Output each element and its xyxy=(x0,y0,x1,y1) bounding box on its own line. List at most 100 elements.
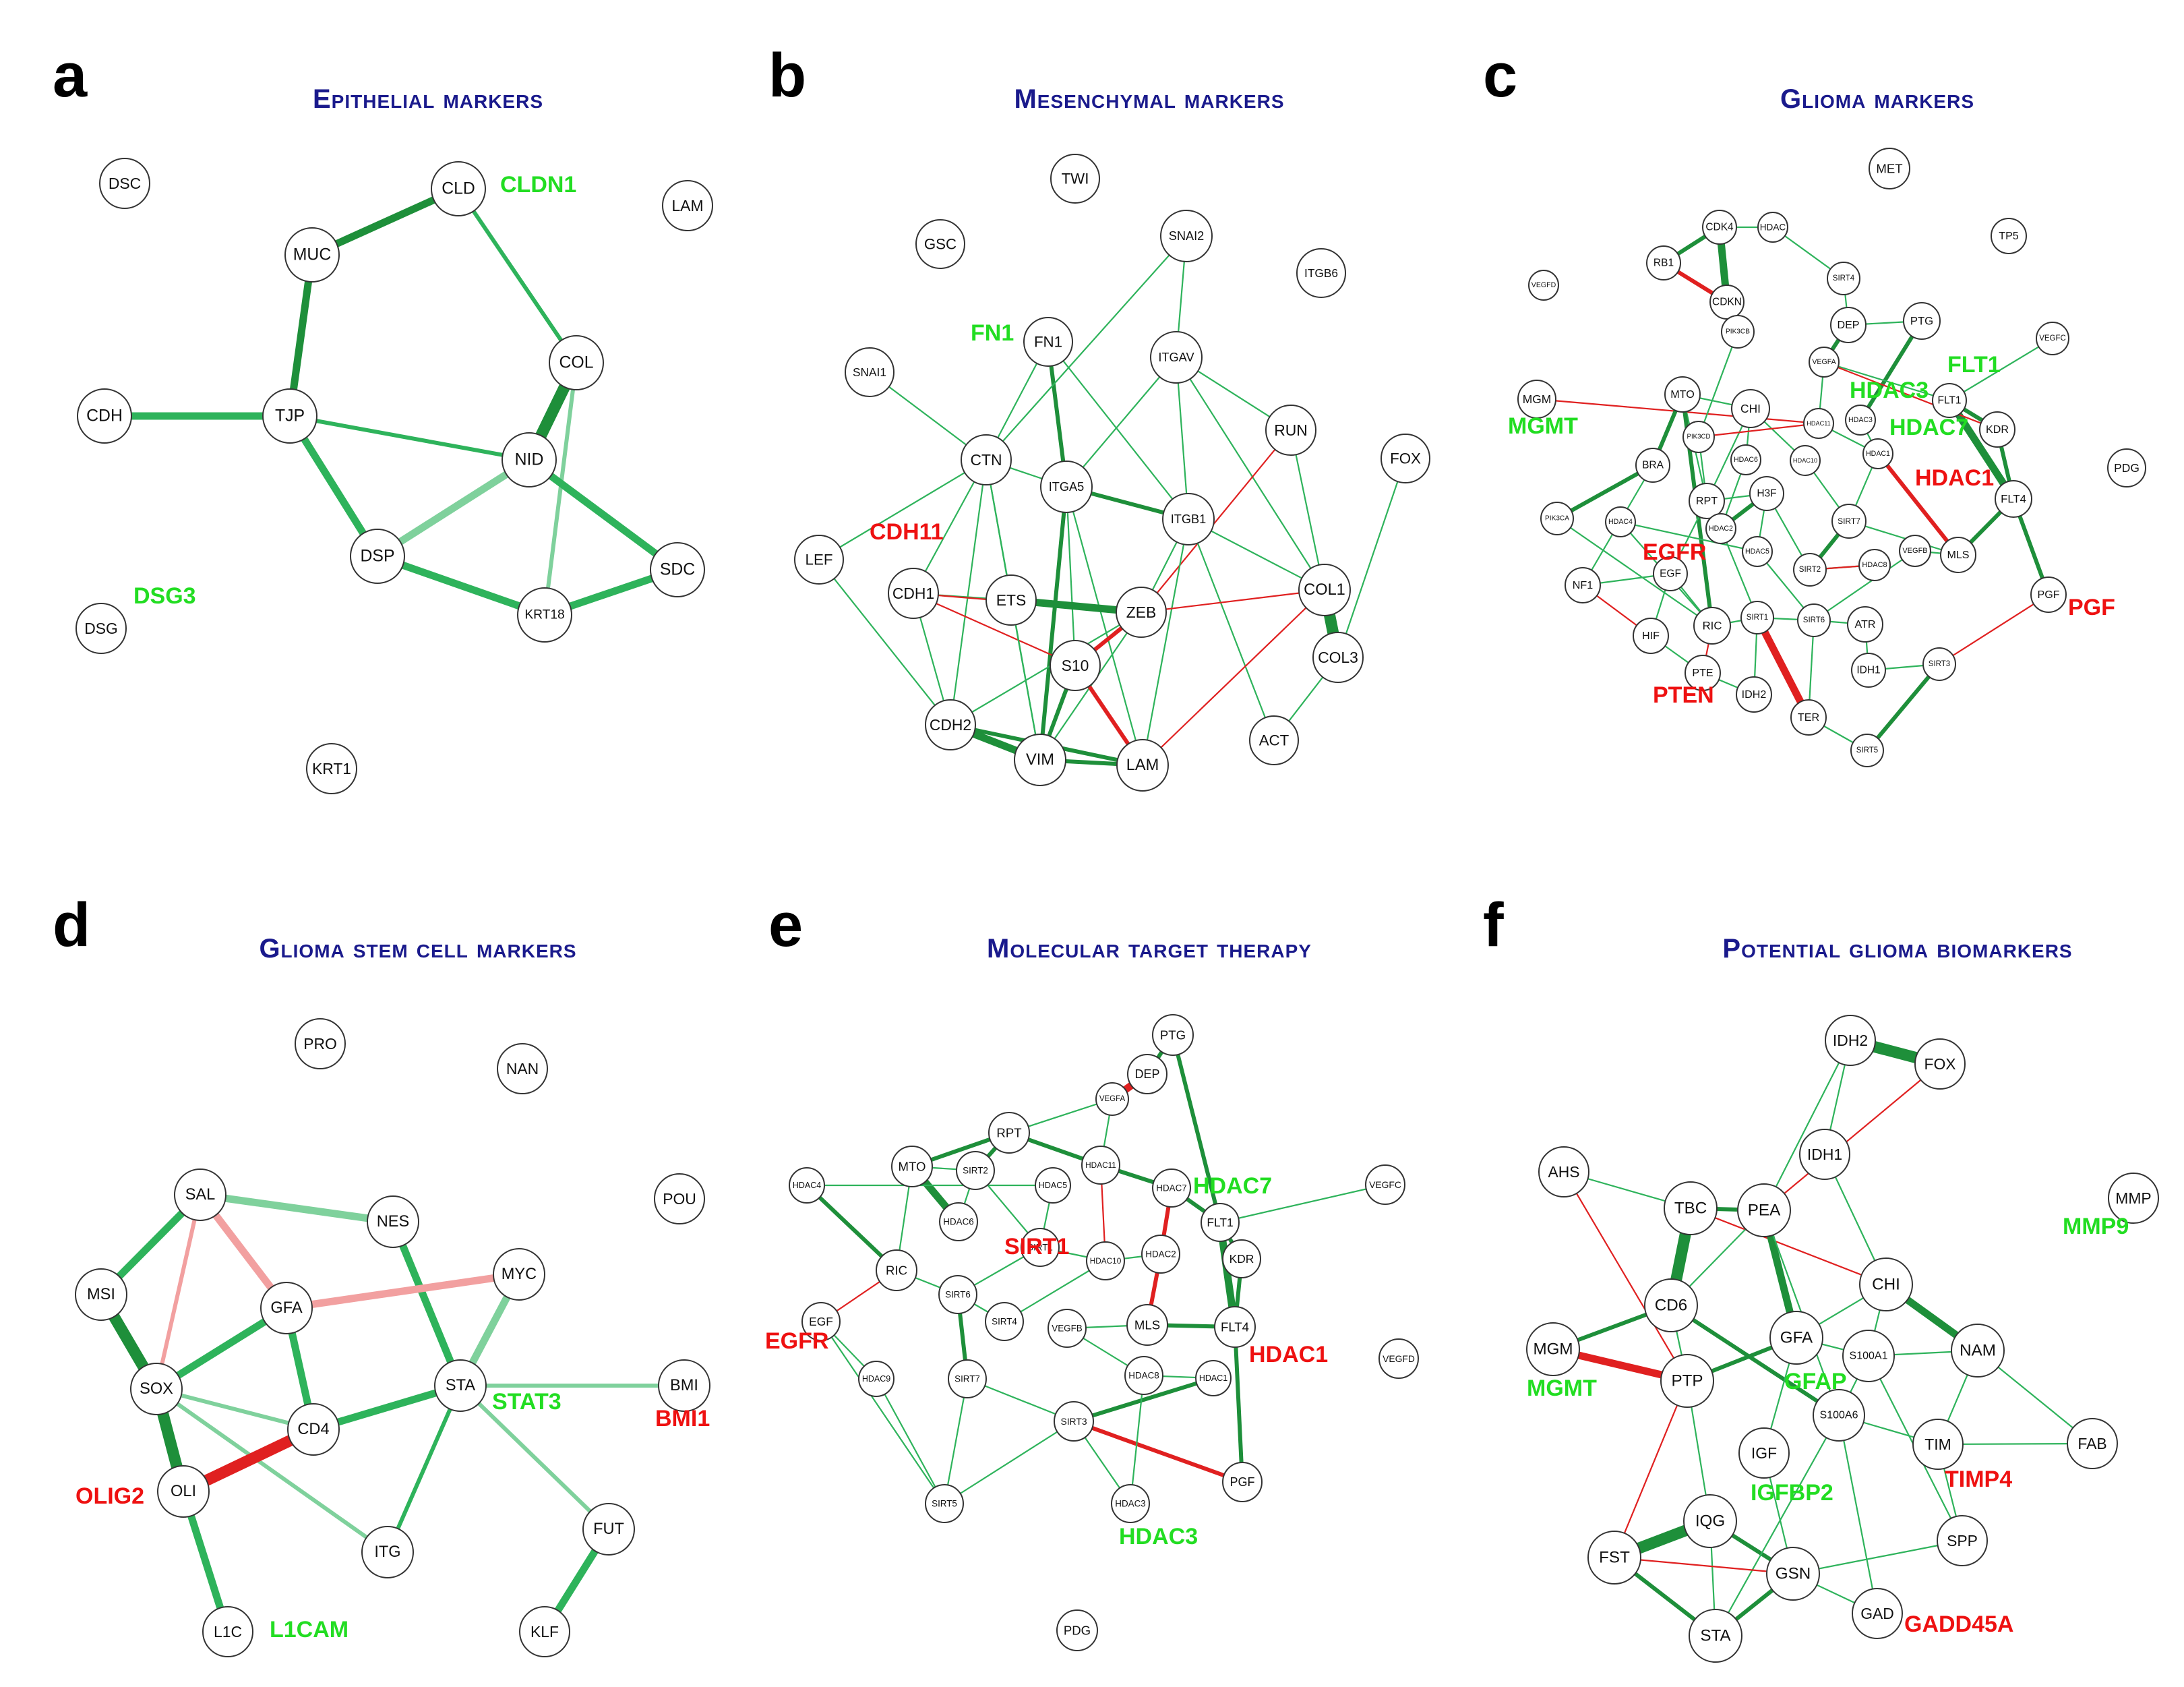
gene-annotation: DSG3 xyxy=(133,583,196,609)
node-hdac8: HDAC8 xyxy=(1124,1356,1163,1395)
node-itga5: ITGA5 xyxy=(1040,461,1093,513)
node-itgb6: ITGB6 xyxy=(1296,248,1346,298)
node-label: ATR xyxy=(1855,618,1876,630)
node-sirt2: SIRT2 xyxy=(956,1151,995,1190)
node-circle xyxy=(1664,1181,1718,1235)
panel-title: Molecular target therapy xyxy=(987,934,1312,964)
node-label: CDH2 xyxy=(930,716,971,734)
node-circle xyxy=(1991,218,2027,254)
node-sirt4: SIRT4 xyxy=(985,1302,1024,1341)
node-met: MET xyxy=(1869,148,1910,189)
node-sirt1: SIRT1 xyxy=(1021,1228,1060,1267)
node-circle xyxy=(985,1302,1024,1341)
node-label: GSN xyxy=(1776,1565,1811,1583)
node-nam: NAM xyxy=(1951,1324,2005,1378)
node-kdr: KDR xyxy=(1222,1239,1261,1278)
edge-HDAC1-MLS xyxy=(1876,452,1960,556)
node-circle xyxy=(1705,513,1736,544)
node-circle xyxy=(1653,556,1688,591)
node-ahs: AHS xyxy=(1538,1146,1589,1197)
node-hdac8: HDAC8 xyxy=(1858,549,1891,581)
edge-VEGFA-KDR xyxy=(1823,361,1998,431)
node-label: CD6 xyxy=(1655,1297,1687,1315)
node-label: CHI xyxy=(1740,402,1761,415)
node-s100a1: S100A1 xyxy=(1842,1330,1895,1382)
node-circle xyxy=(1858,549,1891,581)
node-label: DSC xyxy=(109,175,141,192)
node-circle xyxy=(1587,1531,1641,1585)
node-circle xyxy=(497,1043,548,1094)
node-msi: MSI xyxy=(75,1268,127,1321)
node-circle xyxy=(789,1167,825,1204)
node-ric: RIC xyxy=(1693,607,1731,645)
node-label: MYC xyxy=(502,1266,537,1283)
node-circle xyxy=(658,1359,710,1412)
node-circle xyxy=(1683,1494,1737,1548)
node-snai2: SNAI2 xyxy=(1160,210,1213,262)
node-circle xyxy=(1869,148,1910,189)
node-circle xyxy=(1979,411,2015,448)
node-circle xyxy=(367,1195,419,1248)
node-sirt7: SIRT7 xyxy=(948,1359,987,1398)
node-label: PIK3CB xyxy=(1726,328,1750,336)
node-circle xyxy=(1799,1129,1850,1180)
node-label: RPT xyxy=(1696,495,1718,507)
node-muc: MUC xyxy=(284,227,340,283)
node-hdac: HDAC xyxy=(1757,212,1788,243)
node-hdac1: HDAC1 xyxy=(1862,438,1893,469)
node-label: HDAC8 xyxy=(1862,561,1887,569)
node-hif: HIF xyxy=(1633,618,1669,654)
node-vegfd: VEGFD xyxy=(1378,1338,1419,1379)
panel-title: Mesenchymal markers xyxy=(1014,84,1285,114)
node-ctn: CTN xyxy=(961,434,1012,485)
node-label: MLS xyxy=(1134,1318,1160,1332)
node-circle xyxy=(1095,1082,1129,1116)
node-label: NES xyxy=(377,1213,410,1231)
node-label: KDR xyxy=(1986,423,2009,436)
node-circle xyxy=(1127,1054,1167,1094)
node-label: MSI xyxy=(87,1286,115,1303)
node-circle xyxy=(2107,448,2146,487)
node-label: MGM xyxy=(1533,1340,1573,1359)
node-hdac7: HDAC7 xyxy=(1152,1168,1191,1208)
node-circle xyxy=(858,1361,894,1397)
edge-CDH1-S10 xyxy=(913,592,1076,667)
gene-annotation: OLIG2 xyxy=(75,1483,144,1509)
node-sirt4: SIRT4 xyxy=(1827,262,1860,295)
node-circle xyxy=(1850,734,1884,767)
node-circle xyxy=(1116,739,1169,792)
edge-VEGFA-FLT1 xyxy=(1823,361,1950,402)
node-label: HDAC4 xyxy=(1608,518,1633,526)
node-label: NAN xyxy=(506,1060,539,1077)
node-circle xyxy=(493,1248,545,1301)
panel-label: f xyxy=(1483,891,1504,959)
node-label: SIRT7 xyxy=(954,1374,980,1384)
node-label: NAM xyxy=(1960,1342,1996,1360)
node-circle xyxy=(1605,506,1636,537)
node-label: ETS xyxy=(996,591,1027,609)
node-idh2: IDH2 xyxy=(1825,1015,1876,1066)
node-label: TWI xyxy=(1062,171,1089,187)
node-ptp: PTP xyxy=(1660,1354,1714,1408)
edge-SIRT7-SIRT5 xyxy=(943,1378,969,1504)
node-mgm: MGM xyxy=(1517,380,1556,419)
node-egf: EGF xyxy=(801,1302,841,1341)
node-sox: SOX xyxy=(130,1363,183,1415)
node-label: VEGFC xyxy=(2039,334,2066,343)
node-label: RPT xyxy=(996,1126,1021,1140)
gene-annotation: PGF xyxy=(2068,595,2115,620)
node-circle xyxy=(1312,632,1364,683)
node-krt18: KRT18 xyxy=(517,587,572,643)
node-sirt3: SIRT3 xyxy=(1922,647,1956,681)
node-circle xyxy=(262,388,317,444)
node-circle xyxy=(1689,1609,1742,1663)
node-hdac11: HDAC11 xyxy=(1803,408,1834,439)
node-circle xyxy=(1842,1330,1895,1382)
gene-annotation: IGFBP2 xyxy=(1751,1480,1833,1506)
node-sirt6: SIRT6 xyxy=(1797,603,1831,637)
node-hdac6: HDAC6 xyxy=(939,1202,978,1241)
node-circle xyxy=(1749,476,1784,511)
